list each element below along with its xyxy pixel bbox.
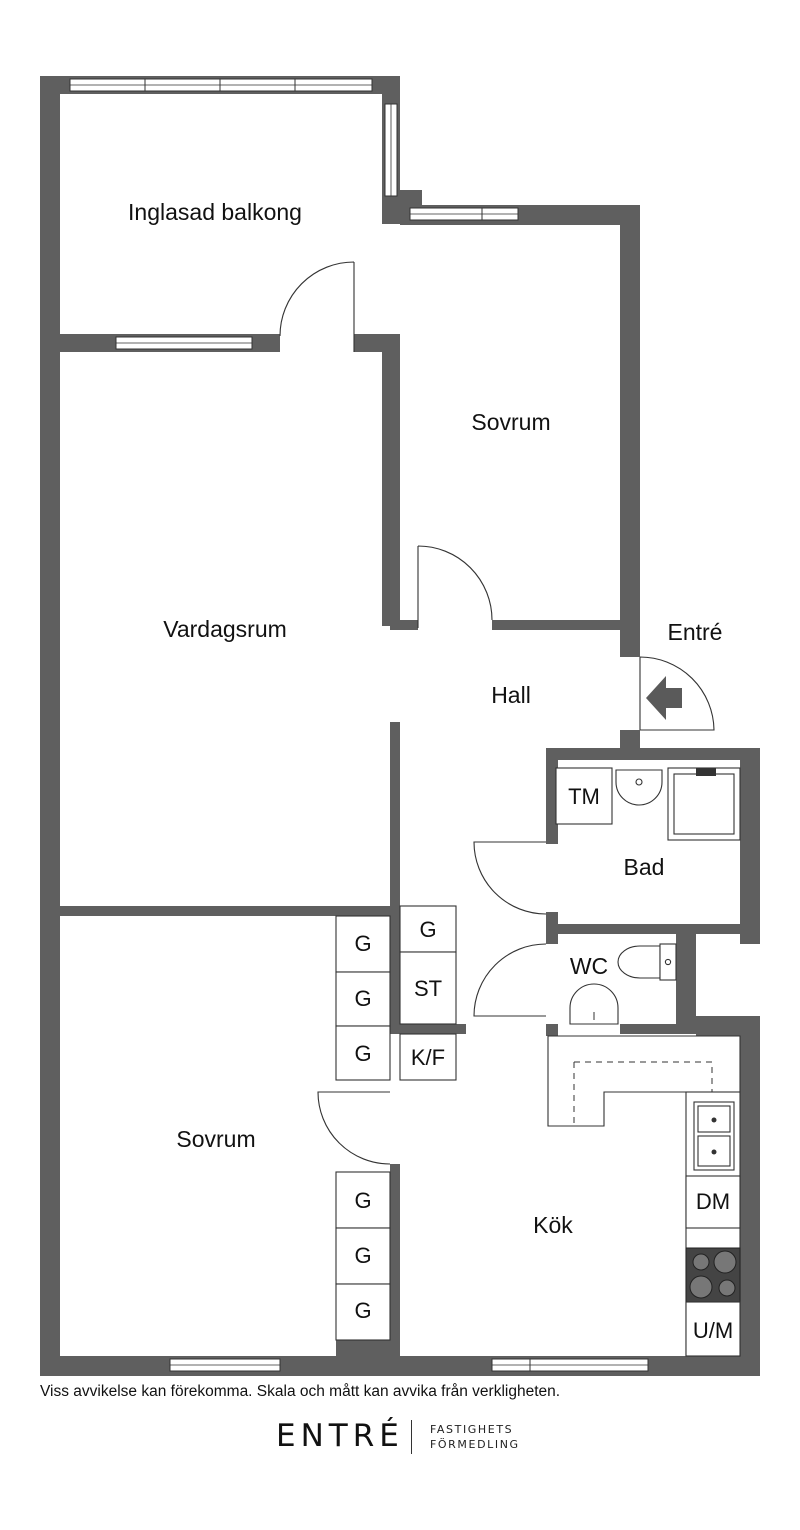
- wc-fixtures: [569, 943, 677, 1025]
- fixture-label-g: G: [354, 1243, 371, 1268]
- floor-plan: Inglasad balkong Sovrum Vardagsrum Entré…: [40, 76, 760, 1376]
- brand-name: ENTRÉ: [276, 1418, 404, 1454]
- fixture-label-g: G: [354, 931, 371, 956]
- windows: [69, 78, 649, 1372]
- fixture-label-kf: K/F: [411, 1045, 445, 1070]
- room-label-bad: Bad: [624, 854, 665, 880]
- brand-subtitle-line2: FÖRMEDLING: [430, 1438, 520, 1451]
- room-label-hall: Hall: [491, 682, 531, 708]
- disclaimer-text: Viss avvikelse kan förekomma. Skala och …: [40, 1383, 561, 1400]
- fixture-label-g: G: [354, 1188, 371, 1213]
- fixture-label-g: G: [354, 1298, 371, 1323]
- brand-subtitle-line1: FASTIGHETS: [430, 1423, 514, 1436]
- brand-logo: ENTRÉ FASTIGHETS FÖRMEDLING: [0, 1418, 800, 1462]
- closets-hall: [399, 905, 457, 1081]
- fixture-label-g: G: [354, 986, 371, 1011]
- fixture-label-g: G: [354, 1041, 371, 1066]
- room-label-kok: Kök: [533, 1212, 573, 1238]
- closets-left: [335, 915, 391, 1341]
- kitchen-fixtures: [547, 1035, 741, 1357]
- fixture-label-g: G: [419, 917, 436, 942]
- brand-divider: [411, 1420, 412, 1454]
- room-label-sovrum-bottom: Sovrum: [176, 1126, 255, 1152]
- room-label-sovrum-top: Sovrum: [471, 409, 550, 435]
- fixture-label-st: ST: [414, 976, 442, 1001]
- brand-subtitle: FASTIGHETS FÖRMEDLING: [430, 1422, 520, 1452]
- room-label-vardagsrum: Vardagsrum: [163, 616, 287, 642]
- bathroom-fixtures: [555, 767, 741, 841]
- walls: [40, 76, 760, 1376]
- fixture-label-dm: DM: [696, 1189, 730, 1214]
- room-label-balkong: Inglasad balkong: [128, 199, 302, 225]
- fixture-label-um: U/M: [693, 1318, 733, 1343]
- fixture-labels: TM G G G G ST K/F G G G DM U/M: [354, 784, 733, 1343]
- room-labels: Inglasad balkong Sovrum Vardagsrum Entré…: [128, 199, 722, 1238]
- room-label-entre: Entré: [668, 619, 723, 645]
- entrance-arrow-icon: [646, 676, 682, 720]
- room-label-wc: WC: [570, 953, 608, 979]
- doors: [279, 261, 715, 1165]
- fixture-label-tm: TM: [568, 784, 600, 809]
